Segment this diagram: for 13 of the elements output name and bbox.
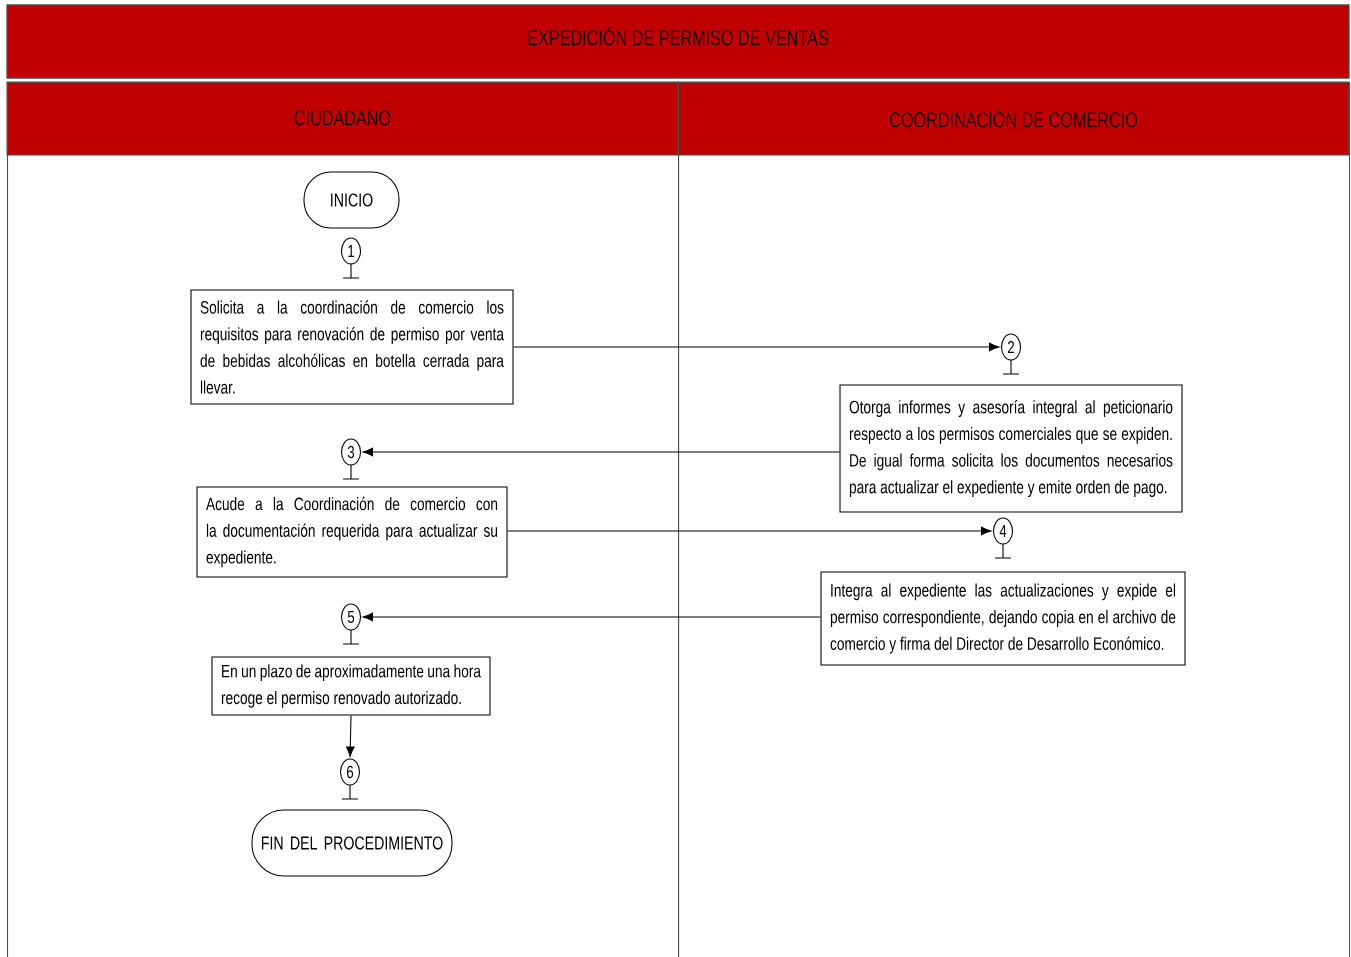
arrow [513,342,1000,352]
process-box: Acude a la Coordinación de comercio con la documentación requerida para actualizar su expediente. [196,486,508,578]
process-box: Integra al expediente las actualizaciones y expide el permiso correspondiente, dejando copia en el archivo de comercio y firma del Director de Desarrollo Económico. [820,571,1186,666]
arrow [362,447,840,457]
terminator: INICIO [303,171,400,229]
process-box: Solicita a la coordinación de comercio los requisitos para renovación de permiso por venta de bebidas alcohólicas en botella cerrada para llevar. [190,289,514,405]
process-box: Otorga informes y asesoría integral al peticionario respecto a los permisos comerciales que se expiden. De igual forma solicita los documentos necesarios para actualizar el expediente y emite orden de pago. [839,384,1183,513]
arrow [346,715,355,757]
arrow [507,526,992,536]
title-band: EXPEDICIÓN DE PERMISO DE VENTAS [6,4,1350,79]
terminator: FIN DEL PROCEDIMIENTO [251,809,453,877]
arrow [362,612,821,622]
process-box: En un plazo de aproximadamente una hora recoge el permiso renovado autorizado. [211,656,491,716]
